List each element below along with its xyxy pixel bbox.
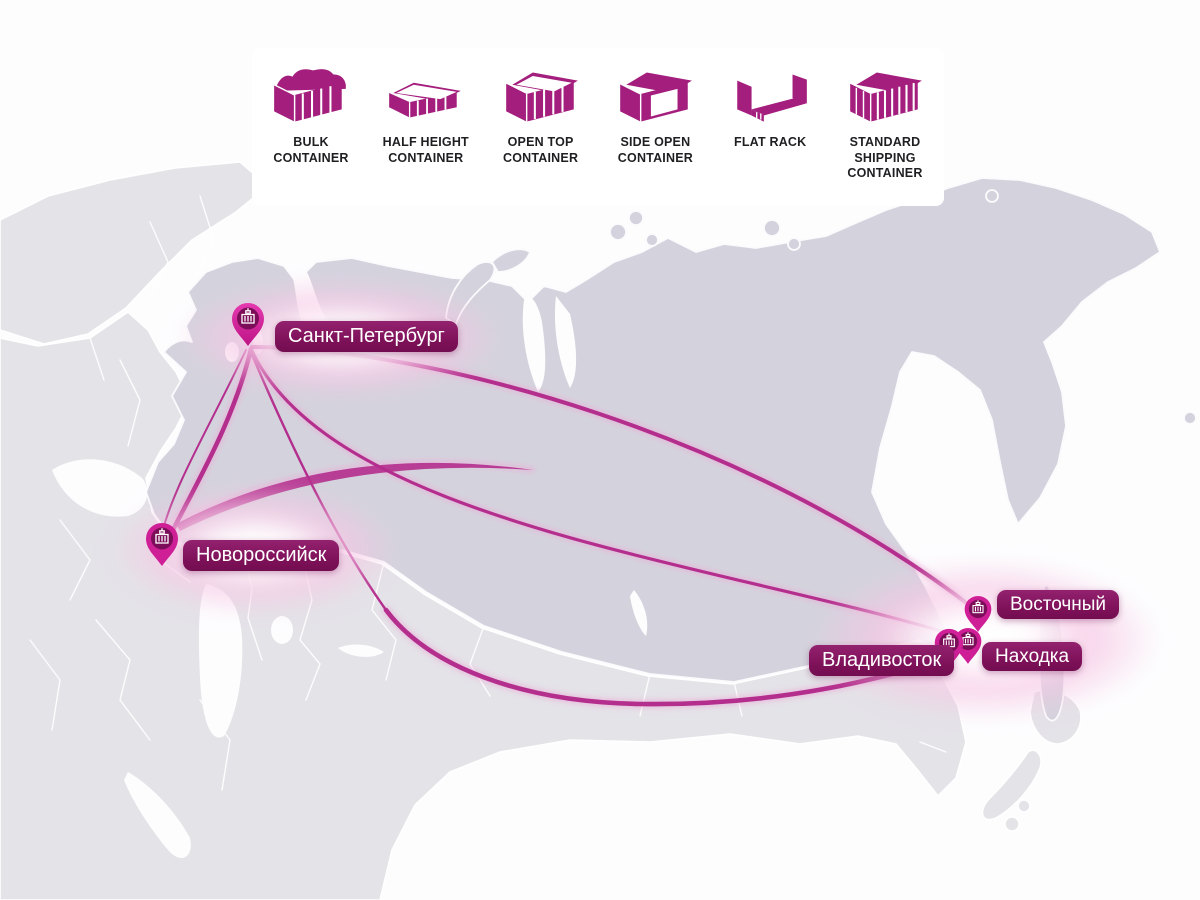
japan-island-small-1 (1004, 816, 1020, 832)
arctic-island-4 (763, 219, 781, 237)
aral-sea (271, 616, 293, 644)
legend-label: OPEN TOP CONTAINER (503, 135, 579, 165)
side-open-container-icon (620, 72, 693, 122)
novaya-zemlya-island-2 (491, 248, 531, 273)
container-terminal-icon (943, 633, 955, 648)
arctic-island-1 (609, 223, 627, 241)
legend-item-half-height: HALF HEIGHT CONTAINER (371, 48, 481, 166)
label-city-nakhodka[interactable]: Находка (982, 642, 1083, 671)
label-city-spb[interactable]: Санкт-Петербург (275, 321, 458, 352)
legend-label: BULK CONTAINER (273, 135, 349, 165)
flat-rack-icon (737, 74, 808, 122)
container-types-legend: BULK CONTAINER HALF HEIGHT CONTAINER (252, 48, 944, 206)
label-city-novorossiysk[interactable]: Новороссийск (183, 540, 340, 571)
pin-spb[interactable] (230, 301, 266, 347)
honshu-island (981, 749, 1042, 821)
pin-vostochny[interactable] (963, 594, 993, 633)
ob-gulf (522, 297, 546, 392)
japan-island-small-2 (1017, 799, 1031, 813)
legend-item-bulk: BULK CONTAINER (256, 48, 366, 166)
label-city-vostochny[interactable]: Восточный (997, 590, 1120, 619)
open-top-container-icon (505, 72, 578, 122)
arctic-island-2 (628, 210, 644, 226)
legend-item-side-open: SIDE OPEN CONTAINER (600, 48, 710, 166)
yenisei-gulf (554, 296, 577, 388)
standard-shipping-container-icon (850, 72, 922, 122)
legend-label: FLAT RACK (733, 135, 807, 149)
lake-balkhash (338, 644, 384, 657)
half-height-container-icon (388, 82, 461, 118)
container-terminal-icon (241, 308, 255, 324)
legend-item-open-top: OPEN TOP CONTAINER (486, 48, 596, 166)
legend-label: STANDARD SHIPPING CONTAINER (847, 135, 923, 180)
container-terminal-icon (972, 600, 984, 614)
caspian-sea (198, 584, 243, 738)
legend-label: SIDE OPEN CONTAINER (617, 135, 693, 165)
legend-label: HALF HEIGHT CONTAINER (382, 135, 469, 165)
legend-item-flat-rack: FLAT RACK (715, 48, 825, 151)
arctic-island-3 (645, 233, 659, 247)
label-city-vladivostok[interactable]: Владивосток (809, 645, 955, 676)
wrangel-island (985, 189, 999, 203)
pin-novorossiysk[interactable] (144, 521, 180, 567)
legend-item-standard: STANDARD SHIPPING CONTAINER (830, 48, 940, 182)
persian-gulf (124, 772, 191, 859)
arctic-island-5 (787, 237, 801, 251)
bulk-container-icon (273, 69, 346, 122)
container-terminal-icon (155, 528, 169, 544)
lake-baikal (630, 590, 648, 636)
commander-island (1183, 411, 1197, 425)
other-land (0, 161, 1082, 900)
